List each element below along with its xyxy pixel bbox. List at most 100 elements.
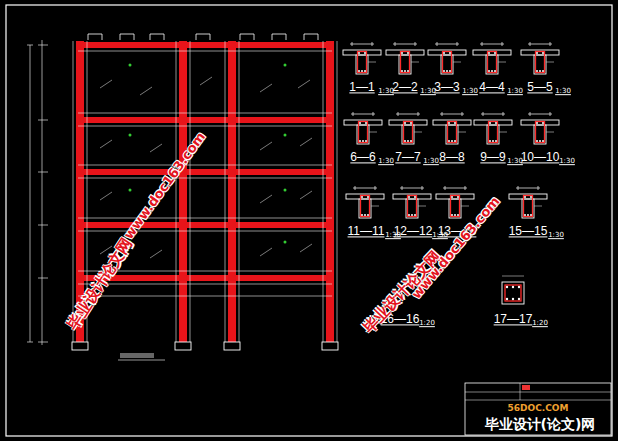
rebar-line <box>78 126 332 127</box>
title-block <box>465 392 611 393</box>
roof-marks <box>120 34 134 40</box>
column-section <box>512 298 514 300</box>
scale-label: 1:30 <box>555 88 571 96</box>
caption-mark <box>120 353 154 358</box>
column <box>326 41 334 342</box>
rebar-callout <box>260 195 272 203</box>
dimension-line <box>38 342 48 343</box>
column-section <box>518 286 520 288</box>
section-label: 1—1 <box>349 81 374 94</box>
marker-dot <box>284 241 287 244</box>
section-label: 3—3 <box>434 81 459 94</box>
rebar-line <box>78 284 332 285</box>
marker-dot <box>129 64 287 244</box>
rebar-line <box>78 51 332 52</box>
scale-label: 1:30 <box>507 88 523 96</box>
rebar-line <box>78 178 332 179</box>
scale-label: 1:30 <box>462 88 478 96</box>
roof-marks <box>150 34 164 40</box>
column-section <box>502 276 524 304</box>
section-label: 8—8 <box>439 151 464 164</box>
site-logo: 56DOC.COM <box>508 404 569 414</box>
roof-marks <box>88 34 318 40</box>
column <box>179 41 187 342</box>
marker-dot <box>284 189 287 192</box>
rebar-line <box>176 41 177 342</box>
rebar-line <box>239 41 240 342</box>
section-label: 11—11 <box>348 225 385 238</box>
footing <box>72 342 88 350</box>
rebar-callout <box>300 244 312 252</box>
rebar-callout <box>100 140 112 148</box>
marker-dot <box>129 134 132 137</box>
title-block <box>522 385 530 390</box>
dimension-line <box>27 40 48 345</box>
column <box>228 41 236 342</box>
section-detail <box>521 42 559 74</box>
scale-label: 1:20 <box>532 320 548 328</box>
rebar-callout <box>150 144 162 152</box>
beam <box>76 169 334 175</box>
title-block <box>465 383 611 435</box>
marker-dot <box>284 134 287 137</box>
footing <box>175 342 191 350</box>
marker-dot <box>129 189 132 192</box>
section-detail <box>436 186 474 218</box>
rebar-line <box>78 218 332 219</box>
scale-label: 1:30 <box>507 158 523 166</box>
column-section <box>518 298 520 300</box>
beam <box>76 42 334 48</box>
dimension-line <box>38 120 48 121</box>
rebar-line <box>78 113 332 114</box>
section-label: 15—15 <box>509 225 548 238</box>
section-detail <box>343 42 381 74</box>
dimension-line <box>27 45 33 46</box>
section-detail <box>521 112 559 144</box>
rebar-callout <box>200 77 212 85</box>
rebar-callout <box>260 84 272 92</box>
scale-label: 1:30 <box>420 88 436 96</box>
roof-marks <box>88 34 102 40</box>
rebar-line <box>73 41 74 342</box>
scale-label: 1:30 <box>559 158 575 166</box>
section-detail <box>386 42 424 74</box>
scale-label: 1:20 <box>419 320 435 328</box>
title-block <box>465 383 611 435</box>
rebar-callout <box>298 80 310 88</box>
dimension-line <box>38 172 48 173</box>
roof-marks <box>272 34 286 40</box>
rebar-line <box>225 41 226 342</box>
column-section <box>502 282 524 304</box>
column-section <box>512 286 514 288</box>
rebar-callout <box>140 87 152 95</box>
section-detail <box>389 112 427 144</box>
section-label: 4—4 <box>479 81 504 94</box>
section-detail <box>343 42 559 218</box>
dimension-line <box>38 225 48 226</box>
roof-marks <box>196 34 210 40</box>
beam <box>76 117 334 123</box>
column <box>76 41 334 342</box>
watermark: www.doc163.com <box>409 194 502 302</box>
section-detail <box>344 112 382 144</box>
dimension-line <box>38 278 48 279</box>
site-name: 毕业设计(论文)网 <box>485 417 596 432</box>
section-detail <box>393 186 431 218</box>
rebar-line <box>78 165 332 166</box>
rebar-callout <box>260 142 272 150</box>
section-label: 9—9 <box>480 151 505 164</box>
footing <box>322 342 338 350</box>
section-detail <box>474 112 512 144</box>
section-label: 12—12 <box>394 225 433 238</box>
column-section <box>506 286 508 288</box>
title-block <box>520 383 521 400</box>
title-block <box>465 400 611 401</box>
scale-label: 1:30 <box>378 158 394 166</box>
section-label: 5—5 <box>527 81 552 94</box>
rebar-line <box>78 231 332 232</box>
section-detail <box>428 42 466 74</box>
footing <box>72 342 338 350</box>
frame-drawing <box>6 5 612 436</box>
section-detail <box>473 42 511 74</box>
